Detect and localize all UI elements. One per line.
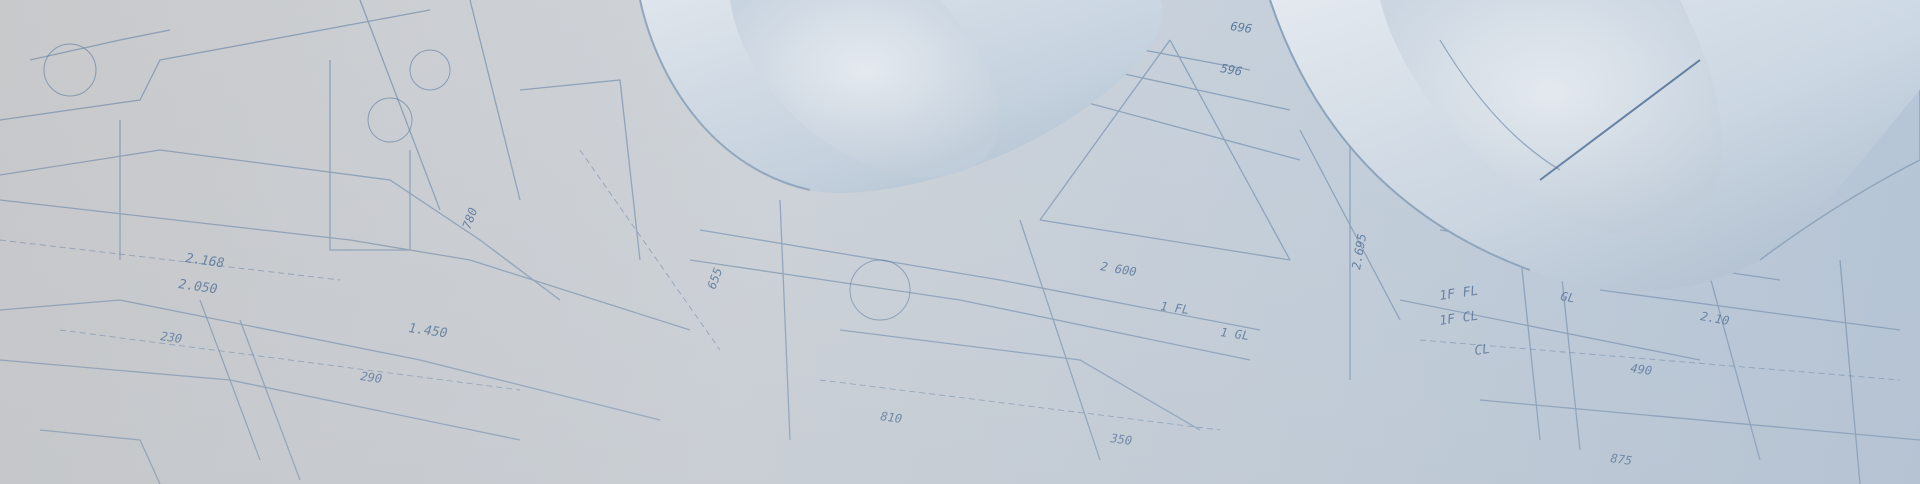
- annotation: 290: [360, 369, 383, 386]
- annotation: 490: [1630, 361, 1653, 378]
- annotation: 1F CL: [1438, 309, 1479, 329]
- annotation: 810: [880, 409, 903, 426]
- annotation: 875: [1610, 451, 1633, 468]
- annotation: 1 FL: [1160, 299, 1191, 317]
- annotation: 596: [1219, 61, 1243, 79]
- annotation: 1 GL: [1220, 325, 1251, 343]
- annotation: 2.10: [1699, 309, 1730, 328]
- annotation: 655: [705, 266, 726, 291]
- annotation: 350: [1109, 431, 1133, 448]
- annotation: 1.450: [407, 321, 448, 341]
- annotation: 1F FL: [1438, 284, 1479, 304]
- annotation: 2 600: [1099, 259, 1137, 279]
- blueprint-annotations: 2.168 2.050 1.450 2 600 596 2.695 696 23…: [160, 19, 1731, 468]
- annotation: CL: [1473, 342, 1491, 359]
- annotation: 230: [160, 329, 183, 346]
- rolled-blueprint-left: [639, 0, 1163, 194]
- blueprint-dimension-lines: [0, 149, 1901, 431]
- annotation: 2.695: [1349, 233, 1369, 271]
- annotation: 2.050: [177, 277, 218, 297]
- annotation: 2.168: [184, 251, 225, 271]
- annotation: 696: [1230, 19, 1253, 36]
- rolled-blueprint-right: [1269, 0, 1920, 292]
- annotation: 780: [460, 206, 481, 231]
- annotation: GL: [1559, 289, 1576, 305]
